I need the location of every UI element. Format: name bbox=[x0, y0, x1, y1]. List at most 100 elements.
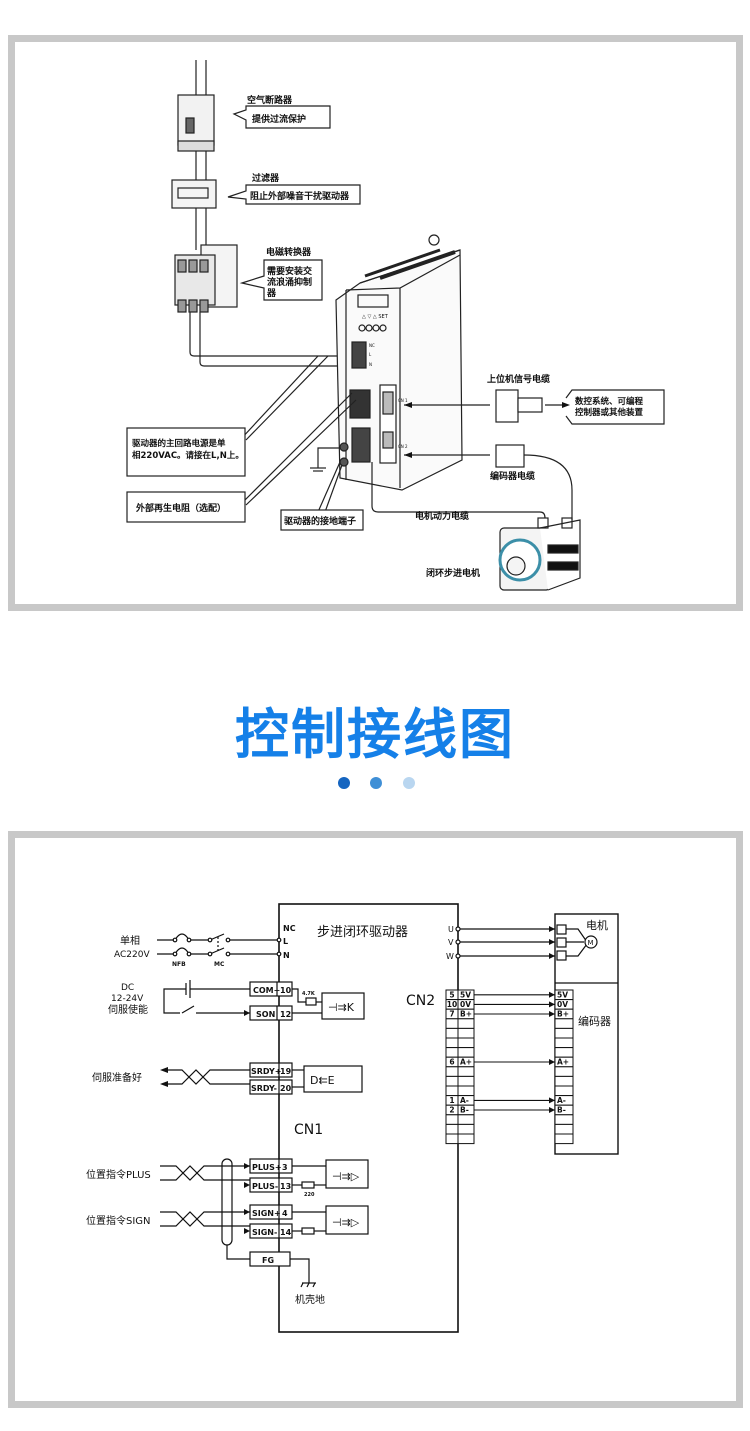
optocoupler-icon: D⇇E bbox=[310, 1074, 335, 1087]
cn2-row bbox=[445, 1133, 475, 1145]
terminal-label-l: L bbox=[369, 352, 372, 357]
cn2-signal-name: A- bbox=[460, 1096, 469, 1105]
contactor-note-line-2: 流浪涌抑制 bbox=[267, 276, 312, 288]
filter-note: 阻止外部噪音干扰驱动器 bbox=[250, 190, 350, 202]
encoder-row: A+ bbox=[554, 1056, 574, 1068]
encoder-row bbox=[554, 1114, 574, 1125]
regen-resistor-label: 外部再生电阻（选配） bbox=[135, 502, 226, 514]
pin-plus-minus-name: PLUS- bbox=[252, 1182, 278, 1191]
enable-label-line-1: DC bbox=[121, 983, 134, 993]
cn2-row: 1 A- bbox=[445, 1095, 475, 1106]
encoder-row bbox=[554, 1085, 574, 1097]
nfb-label: NFB bbox=[172, 961, 186, 968]
fg-label: FG bbox=[262, 1256, 274, 1265]
wire-arrowhead bbox=[549, 1001, 555, 1008]
encoder-row: B- bbox=[554, 1104, 574, 1116]
dot-indicator-1 bbox=[338, 777, 350, 789]
encoder-row bbox=[554, 1027, 574, 1039]
cn2-pin-number: 10 bbox=[447, 1000, 457, 1009]
mc-label: MC bbox=[214, 961, 225, 968]
terminal-label-n: N bbox=[369, 362, 372, 367]
contactor-note-line-1: 需要安装交 bbox=[267, 265, 312, 277]
encoder-row bbox=[554, 1133, 574, 1145]
main-power-note-line-1: 驱动器的主回路电源是单 bbox=[132, 438, 226, 449]
pin-plus-plus-number: 3 bbox=[282, 1163, 288, 1172]
cn2-row bbox=[445, 1123, 475, 1135]
encoder-row bbox=[554, 1066, 574, 1077]
terminal-w: W bbox=[446, 952, 454, 961]
driver-unit-icon bbox=[335, 234, 463, 491]
optocoupler-icon: ⊣⇉▷ bbox=[332, 1216, 360, 1229]
wire-arrowhead bbox=[549, 1097, 555, 1104]
contactor-note-line-3: 器 bbox=[266, 288, 277, 299]
wire-arrowhead bbox=[549, 1107, 555, 1113]
cn2-pin-number: 1 bbox=[449, 1096, 454, 1105]
pin-son-name: SON bbox=[256, 1010, 275, 1019]
cn2-row: 2 B- bbox=[445, 1104, 475, 1116]
cn2-pin-number: 5 bbox=[449, 991, 454, 1000]
pin-plus-minus-number: 13 bbox=[280, 1182, 291, 1191]
panel-button-labels: △ ▽ △ SET bbox=[362, 314, 389, 320]
cn2-label: CN2 bbox=[406, 993, 435, 1009]
encoder-row bbox=[554, 1075, 574, 1087]
host-cable-label: 上位机信号电缆 bbox=[487, 373, 550, 385]
filter-title: 过滤器 bbox=[252, 172, 280, 184]
pin-com-number: 10 bbox=[280, 986, 292, 995]
ready-label: 伺服准备好 bbox=[92, 1071, 142, 1084]
cn2-row bbox=[445, 1027, 475, 1039]
pin-srdy-minus-number: 20 bbox=[280, 1084, 292, 1093]
enable-label-line-3: 伺服使能 bbox=[108, 1003, 148, 1016]
ground-terminal-label: 驱动器的接地端子 bbox=[284, 515, 356, 527]
enable-label-line-2: 12-24V bbox=[111, 994, 144, 1004]
cn2-row bbox=[445, 1114, 475, 1125]
cn2-signal-name: A+ bbox=[460, 1058, 472, 1067]
encoder-signal-name: B+ bbox=[557, 1010, 569, 1019]
cn2-signal-name: B- bbox=[460, 1106, 469, 1115]
stepper-motor-icon bbox=[498, 517, 581, 591]
motor-power-cable-label: 电机动力电缆 bbox=[415, 510, 469, 522]
power-label-line-1: 单相 bbox=[120, 934, 140, 947]
encoder-signal-name: A+ bbox=[557, 1058, 569, 1067]
cn2-label: CN 2 bbox=[398, 444, 408, 449]
cn2-pin-number: 7 bbox=[449, 1010, 454, 1019]
terminal-nc: NC bbox=[283, 924, 296, 933]
contactor-title: 电磁转换器 bbox=[266, 246, 312, 258]
terminal-l: L bbox=[283, 937, 288, 946]
motor-label: 电机 bbox=[586, 918, 608, 932]
sign-label: 位置指令SIGN bbox=[86, 1214, 151, 1227]
dot-indicator-2 bbox=[370, 777, 382, 789]
terminal-u: U bbox=[448, 925, 454, 934]
main-power-note-line-2: 相220VAC。请接在L,N上。 bbox=[132, 450, 244, 461]
pin-sign-minus-name: SIGN- bbox=[252, 1228, 277, 1237]
encoder-row bbox=[554, 1123, 574, 1135]
terminal-n: N bbox=[283, 951, 290, 960]
encoder-row: B+ bbox=[554, 1008, 574, 1020]
encoder-label: 编码器 bbox=[578, 1014, 611, 1028]
power-label-line-2: AC220V bbox=[114, 950, 150, 960]
cn2-row bbox=[445, 1085, 475, 1097]
cn2-row bbox=[445, 1037, 475, 1049]
signal-connector-icon bbox=[495, 389, 543, 423]
encoder-row: 0V bbox=[554, 999, 574, 1010]
pin-srdy-minus-name: SRDY- bbox=[251, 1084, 277, 1093]
encoder-row bbox=[554, 1047, 574, 1058]
motor-symbol-icon bbox=[584, 935, 598, 949]
pin-com-name: COM+ bbox=[253, 986, 280, 995]
motor-label: 闭环步进电机 bbox=[426, 567, 480, 579]
section-title: 控制接线图 bbox=[235, 703, 515, 766]
host-device-line-2: 控制器或其他装置 bbox=[575, 407, 644, 418]
cn2-pin-number: 2 bbox=[449, 1106, 454, 1115]
contactor-icon bbox=[174, 244, 238, 313]
control-wiring-frame bbox=[8, 831, 743, 1408]
encoder-row: 5V bbox=[554, 989, 574, 1001]
dot-indicator-3 bbox=[403, 777, 415, 789]
cn2-signal-name: B+ bbox=[460, 1010, 472, 1019]
cn2-wires bbox=[474, 991, 555, 1113]
encoder-row bbox=[554, 1018, 574, 1029]
encoder-signal-name: 0V bbox=[557, 1000, 568, 1009]
cn2-row bbox=[445, 1018, 475, 1029]
driver-title: 步进闭环驱动器 bbox=[317, 925, 408, 940]
encoder-signal-name: B- bbox=[557, 1106, 566, 1115]
